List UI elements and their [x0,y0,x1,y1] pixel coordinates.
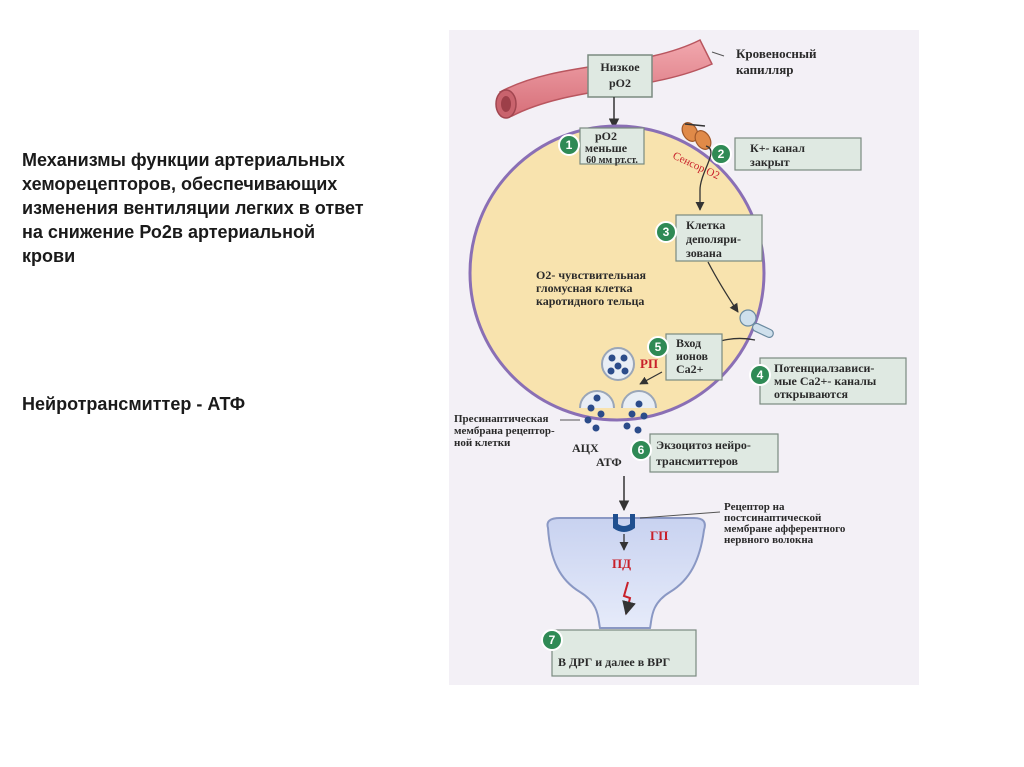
gp-label: ГП [650,528,668,543]
step-6-number: 6 [638,443,645,457]
pd-label: ПД [612,556,631,571]
capillary-label-1: Кровеносный [736,46,817,61]
step-4-line-3: открываются [774,387,849,401]
receptor-label-1: Рецептор на [724,501,785,513]
step-2-line-2: закрыт [750,155,790,169]
cell-label-1: О2- чувствительная [536,268,647,282]
diagram-caption: Механизмы функции артериальных хеморецеп… [22,148,372,268]
step-3-line-1: Клетка [686,218,725,232]
capillary-label-2: капилляр [736,62,793,77]
cell-label-3: каротидного тельца [536,294,644,308]
receptor-label-4: нервного волокна [724,534,814,546]
step-5-line-3: Са2+ [676,362,704,376]
step-5-line-2: ионов [676,349,709,363]
arrow-3-to-ca [707,261,739,313]
low-po2-line-2: pO2 [609,76,631,90]
step-7: 7 В ДРГ и далее в ВРГ [541,629,697,677]
atp-label: АТФ [596,455,622,469]
presyn-label-1: Пресинаптическая [454,413,548,425]
step-1-number: 1 [566,138,573,152]
rp-label: РП [640,356,658,371]
step-5: 5 Вход ионов Са2+ [647,333,723,381]
step-3-number: 3 [663,225,670,239]
step-1-line-2: меньше [585,141,628,155]
step-5-line-1: Вход [676,336,701,350]
ca-channel [739,309,774,338]
step-3: 3 Клетка деполяри- зована [655,214,763,262]
action-potential-arrow [622,581,636,616]
vesicle-top [601,347,635,381]
step-4: 4 Потенциалзависи- мые Са2+- каналы откр… [749,357,907,405]
step-3-line-2: деполяри- [686,232,741,246]
step-1-line-3: 60 мм рт.ст. [586,155,638,166]
vesicle-right [621,390,657,434]
step-6-line-1: Экзоцитоз нейро- [656,438,751,452]
step-7-line-1: В ДРГ и далее в ВРГ [558,655,670,669]
postsynaptic-receptor [613,514,635,532]
step-1-line-1: pO2 [595,129,617,143]
o2-sensor-k-channel [681,122,712,150]
low-po2-line-1: Низкое [600,60,640,74]
afferent-fiber-terminal [546,517,706,629]
step-7-number: 7 [549,633,556,647]
presyn-label-3: ной клетки [454,437,511,449]
step-6-line-2: трансмиттеров [656,454,739,468]
presyn-label-2: мембрана рецептор- [454,425,555,437]
cell-label-2: гломусная клетка [536,281,632,295]
step-4-number: 4 [757,368,764,382]
receptor-label-2: постсинаптической [724,512,822,524]
step-2: 2 К+- канал закрыт [710,137,862,171]
step-4-line-2: мые Са2+- каналы [774,374,877,388]
step-5-number: 5 [655,340,662,354]
step-2-line-1: К+- канал [750,141,805,155]
ach-label: АЦХ [572,441,599,455]
receptor-label-3: мембране афферентного [724,523,846,535]
step-2-number: 2 [718,147,725,161]
neurotransmitter-note: Нейротрансмиттер - АТФ [22,394,246,414]
step-1-badge [558,134,580,156]
vesicle-left [579,390,615,432]
step-1: 1 pO2 меньше 60 мм рт.ст. [558,127,645,166]
step-3-line-3: зована [686,246,722,260]
step-4-line-1: Потенциалзависи- [774,361,874,375]
caption-heading: Механизмы функции артериальных хеморецеп… [22,150,364,266]
step-6: 6 Экзоцитоз нейро- трансмиттеров [630,433,779,473]
arrow-2-to-3 [695,145,712,211]
low-po2-box: Низкое pO2 [587,54,653,98]
